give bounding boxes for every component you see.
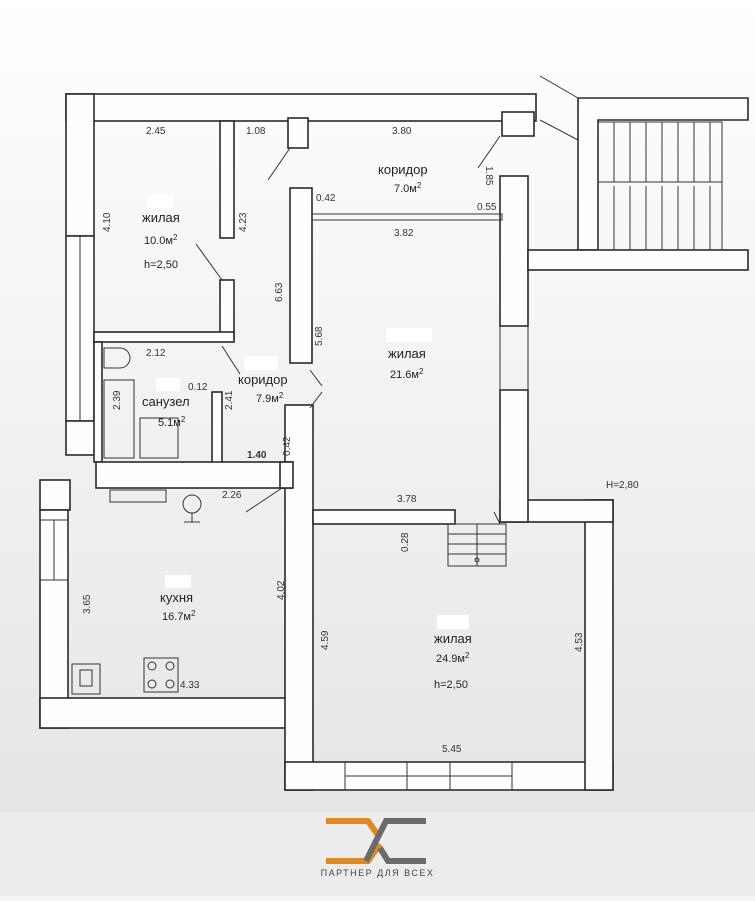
area-superscript: 2	[181, 415, 186, 424]
brand-slogan: ПАРТНЕР ДЛЯ ВСЕХ	[320, 868, 435, 878]
room-name: кухня	[160, 590, 193, 605]
dim-label: 4.53	[574, 632, 585, 652]
svg-text:24.9м2: 24.9м2	[436, 651, 470, 665]
svg-text:10.0м2: 10.0м2	[144, 233, 178, 247]
room-area: 7.9м	[256, 393, 279, 405]
dim-label: 2.39	[112, 390, 123, 410]
svg-text:7.9м2: 7.9м2	[256, 391, 284, 405]
area-superscript: 2	[279, 391, 284, 400]
dim-label: 0.42	[316, 193, 336, 204]
room-height: h=2,50	[434, 679, 468, 691]
dim-label: 3.82	[394, 228, 414, 239]
dim-label: 2.41	[224, 390, 235, 410]
room-corridor-top: коридор 7.0м2	[378, 162, 428, 195]
footer-band	[0, 812, 755, 896]
dim-label: 3.78	[397, 494, 417, 505]
doors	[195, 135, 501, 525]
brand-logo-icon	[326, 818, 426, 864]
room-area: 5.1м	[158, 417, 181, 429]
dim-label: 6.63	[274, 282, 285, 302]
dim-label: 4.33	[180, 680, 200, 691]
area-superscript: 2	[465, 651, 470, 660]
svg-text:21.6м2: 21.6м2	[390, 367, 424, 381]
dim-label: 2.26	[222, 490, 242, 501]
svg-text:7.0м2: 7.0м2	[394, 181, 422, 195]
interior-walls	[93, 117, 503, 525]
room-area: 24.9м	[436, 653, 465, 665]
dim-label: 3.80	[392, 126, 412, 137]
fixtures	[71, 347, 202, 695]
area-superscript: 2	[173, 233, 178, 242]
room-name: жилая	[388, 346, 426, 361]
ceiling-height-label: H=2,80	[606, 480, 639, 491]
dim-label: 3.65	[82, 594, 93, 614]
interior-stair	[447, 523, 507, 567]
svg-text:5.1м2: 5.1м2	[158, 415, 186, 429]
dimension-labels: 2.45 1.08 3.80 1.85 4.10 4.23 0.42 0.55 …	[82, 126, 639, 755]
dim-label: 4.59	[320, 630, 331, 650]
room-area: 10.0м	[144, 235, 173, 247]
room-name: коридор	[238, 372, 288, 387]
room-name: жилая	[142, 210, 180, 225]
room-living-3: жилая 24.9м2 h=2,50	[434, 631, 472, 691]
dim-label: 5.68	[314, 326, 325, 346]
dim-label: 0.42	[282, 436, 293, 456]
dim-label: 0.55	[477, 202, 497, 213]
area-superscript: 2	[419, 367, 424, 376]
dim-label: 5.45	[442, 744, 462, 755]
dim-label: 2.45	[146, 126, 166, 137]
room-name: санузел	[142, 394, 190, 409]
room-area: 16.7м	[162, 611, 191, 623]
dim-label: 4.10	[102, 212, 113, 232]
area-superscript: 2	[417, 181, 422, 190]
dim-label: 4.23	[238, 212, 249, 232]
room-bathroom: санузел 5.1м2	[142, 394, 190, 429]
room-corridor-mid: коридор 7.9м2	[238, 372, 288, 405]
dim-label: 0.12	[188, 382, 208, 393]
room-living-2: жилая 21.6м2	[388, 346, 426, 381]
room-name: жилая	[434, 631, 472, 646]
dim-label: 2.12	[146, 348, 166, 359]
svg-text:16.7м2: 16.7м2	[162, 609, 196, 623]
room-area: 7.0м	[394, 183, 417, 195]
dim-label: 1.40	[247, 450, 267, 461]
redaction-boxes	[147, 195, 469, 629]
dim-label: 0.28	[400, 532, 411, 552]
area-superscript: 2	[191, 609, 196, 618]
room-living-1: жилая 10.0м2 h=2,50	[142, 210, 180, 271]
room-name: коридор	[378, 162, 428, 177]
dim-label: 1.85	[483, 166, 494, 186]
dim-label: 1.08	[246, 126, 266, 137]
room-area: 21.6м	[390, 369, 419, 381]
exterior-stair	[527, 75, 749, 271]
dim-label: 4.02	[276, 580, 287, 600]
windows	[39, 235, 529, 791]
room-height: h=2,50	[144, 259, 178, 271]
room-kitchen: кухня 16.7м2	[160, 590, 196, 623]
